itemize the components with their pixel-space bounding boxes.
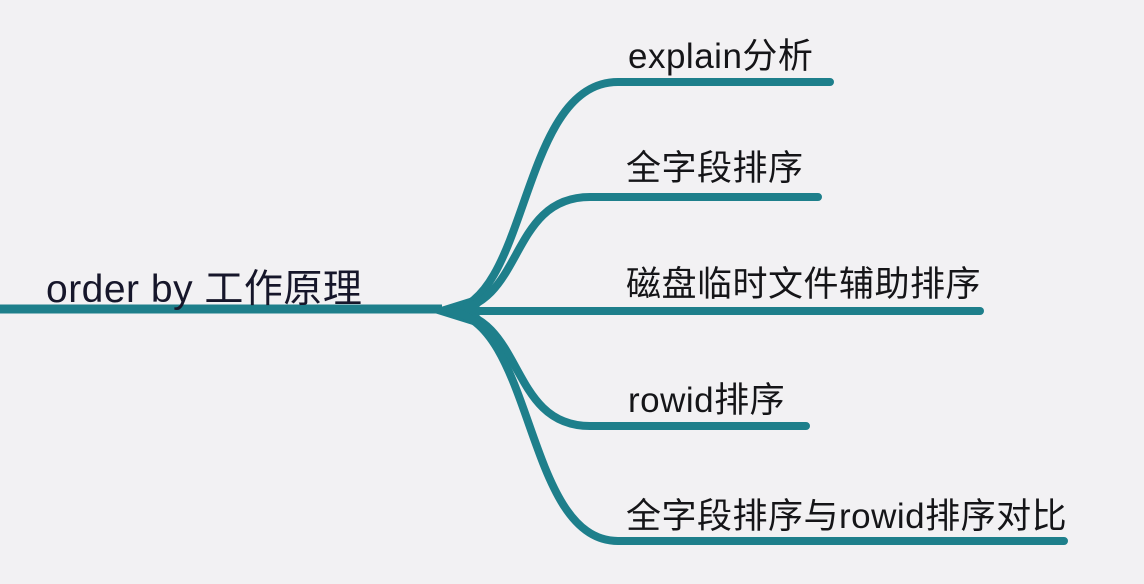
branch-node-explain[interactable]: explain分析	[628, 37, 814, 76]
branch-line-explain	[446, 78, 834, 315]
branch-node-rowid-sort[interactable]: rowid排序	[628, 381, 786, 420]
root-node-order-by[interactable]: order by 工作原理	[46, 268, 363, 311]
branch-node-disk-temp-file[interactable]: 磁盘临时文件辅助排序	[626, 265, 982, 304]
branch-line-full-field-sort	[446, 193, 822, 315]
branch-node-full-field-sort[interactable]: 全字段排序	[626, 149, 804, 188]
branch-node-compare[interactable]: 全字段排序与rowid排序对比	[626, 497, 1068, 536]
branch-line-compare	[446, 307, 1068, 545]
